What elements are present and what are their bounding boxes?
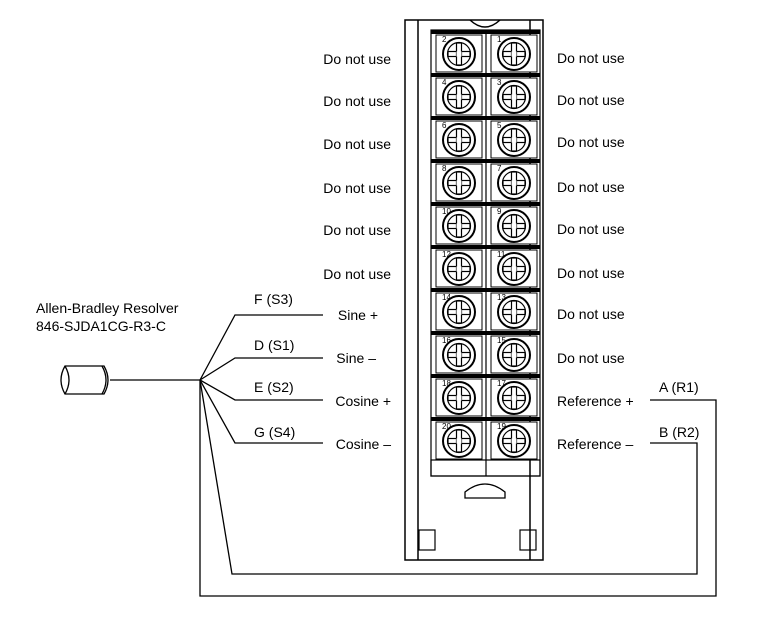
left-label: Do not use [323,266,391,282]
terminal-number: 6 [442,121,447,130]
terminal-screw[interactable] [435,421,483,460]
terminal-number: 9 [497,207,502,216]
wire-label-g: G (S4) [254,424,295,440]
wire-f-s3 [199,314,323,381]
left-label: Cosine + [335,393,391,409]
wire-label-d: D (S1) [254,337,294,353]
wire-g-s4 [199,379,323,444]
left-label: Cosine – [336,436,391,452]
terminal-screw[interactable] [490,34,538,73]
right-label: Do not use [557,306,625,322]
left-label: Sine – [336,350,376,366]
terminal-number: 19 [497,422,506,431]
terminal-row: 12 11 [431,245,540,288]
resolver-part-number: 846-SJDA1CG-R3-C [36,318,166,334]
terminal-number: 5 [497,121,502,130]
wire-label-f: F (S3) [254,291,293,307]
terminal-screw[interactable] [490,206,538,245]
resolver-body [60,365,200,395]
terminal-number: 11 [497,250,506,259]
wires [199,314,717,597]
terminal-number: 13 [497,293,506,302]
wire-label-a: A (R1) [659,379,699,395]
left-label: Do not use [323,93,391,109]
terminal-screw[interactable] [435,77,483,116]
right-label: Do not use [557,221,625,237]
terminal-screw[interactable] [435,34,483,73]
terminal-number: 8 [442,164,447,173]
left-label: Do not use [323,136,391,152]
left-label: Do not use [323,222,391,238]
terminal-screw[interactable] [490,421,538,460]
wire-d-s1 [199,357,323,381]
terminal-screw[interactable] [490,77,538,116]
terminal-screw[interactable] [490,249,538,288]
right-label: Do not use [557,179,625,195]
terminal-number: 7 [497,164,502,173]
terminal-row: 14 13 [431,288,540,331]
right-label: Reference + [557,393,634,409]
right-label: Reference – [557,436,633,452]
terminal-screw[interactable] [435,378,483,417]
left-label: Sine + [338,307,378,323]
terminal-screw[interactable] [490,163,538,202]
terminal-number: 20 [442,422,451,431]
right-label: Do not use [557,265,625,281]
terminal-number: 1 [497,35,502,44]
latch-left [418,529,436,551]
terminal-screw[interactable] [490,120,538,159]
terminal-screw[interactable] [490,335,538,374]
wire-label-b: B (R2) [659,424,699,440]
terminal-row: 10 9 [431,202,540,245]
terminal-number: 14 [442,293,451,302]
terminal-screw[interactable] [490,378,538,417]
terminal-number: 18 [442,379,451,388]
release-tab [464,483,506,499]
terminal-number: 3 [497,78,502,87]
wire-label-e: E (S2) [254,379,294,395]
terminal-screw[interactable] [435,206,483,245]
wire-e-s2 [199,379,323,401]
wire-a-r1 [199,380,717,597]
latch-right [519,529,537,551]
resolver-name: Allen-Bradley Resolver [36,300,179,316]
right-terminal-labels: Do not use Do not use Do not use Do not … [557,50,634,452]
right-label: Do not use [557,92,625,108]
right-label: Do not use [557,134,625,150]
terminal-number: 15 [497,336,506,345]
terminal-number: 16 [442,336,451,345]
left-label: Do not use [323,51,391,67]
terminal-number: 4 [442,78,447,87]
right-label: Do not use [557,50,625,66]
right-label: Do not use [557,350,625,366]
wire-b-r2 [199,379,698,575]
left-label: Do not use [323,180,391,196]
terminal-screw[interactable] [490,292,538,331]
terminal-number: 10 [442,207,451,216]
terminal-screw[interactable] [435,163,483,202]
terminal-screw[interactable] [435,120,483,159]
terminal-screw[interactable] [435,335,483,374]
left-terminal-labels: Do not use Do not use Do not use Do not … [323,51,391,452]
terminal-screw[interactable] [435,292,483,331]
terminal-screw[interactable] [435,249,483,288]
terminal-number: 12 [442,250,451,259]
terminal-number: 17 [497,379,506,388]
terminal-number: 2 [442,35,447,44]
